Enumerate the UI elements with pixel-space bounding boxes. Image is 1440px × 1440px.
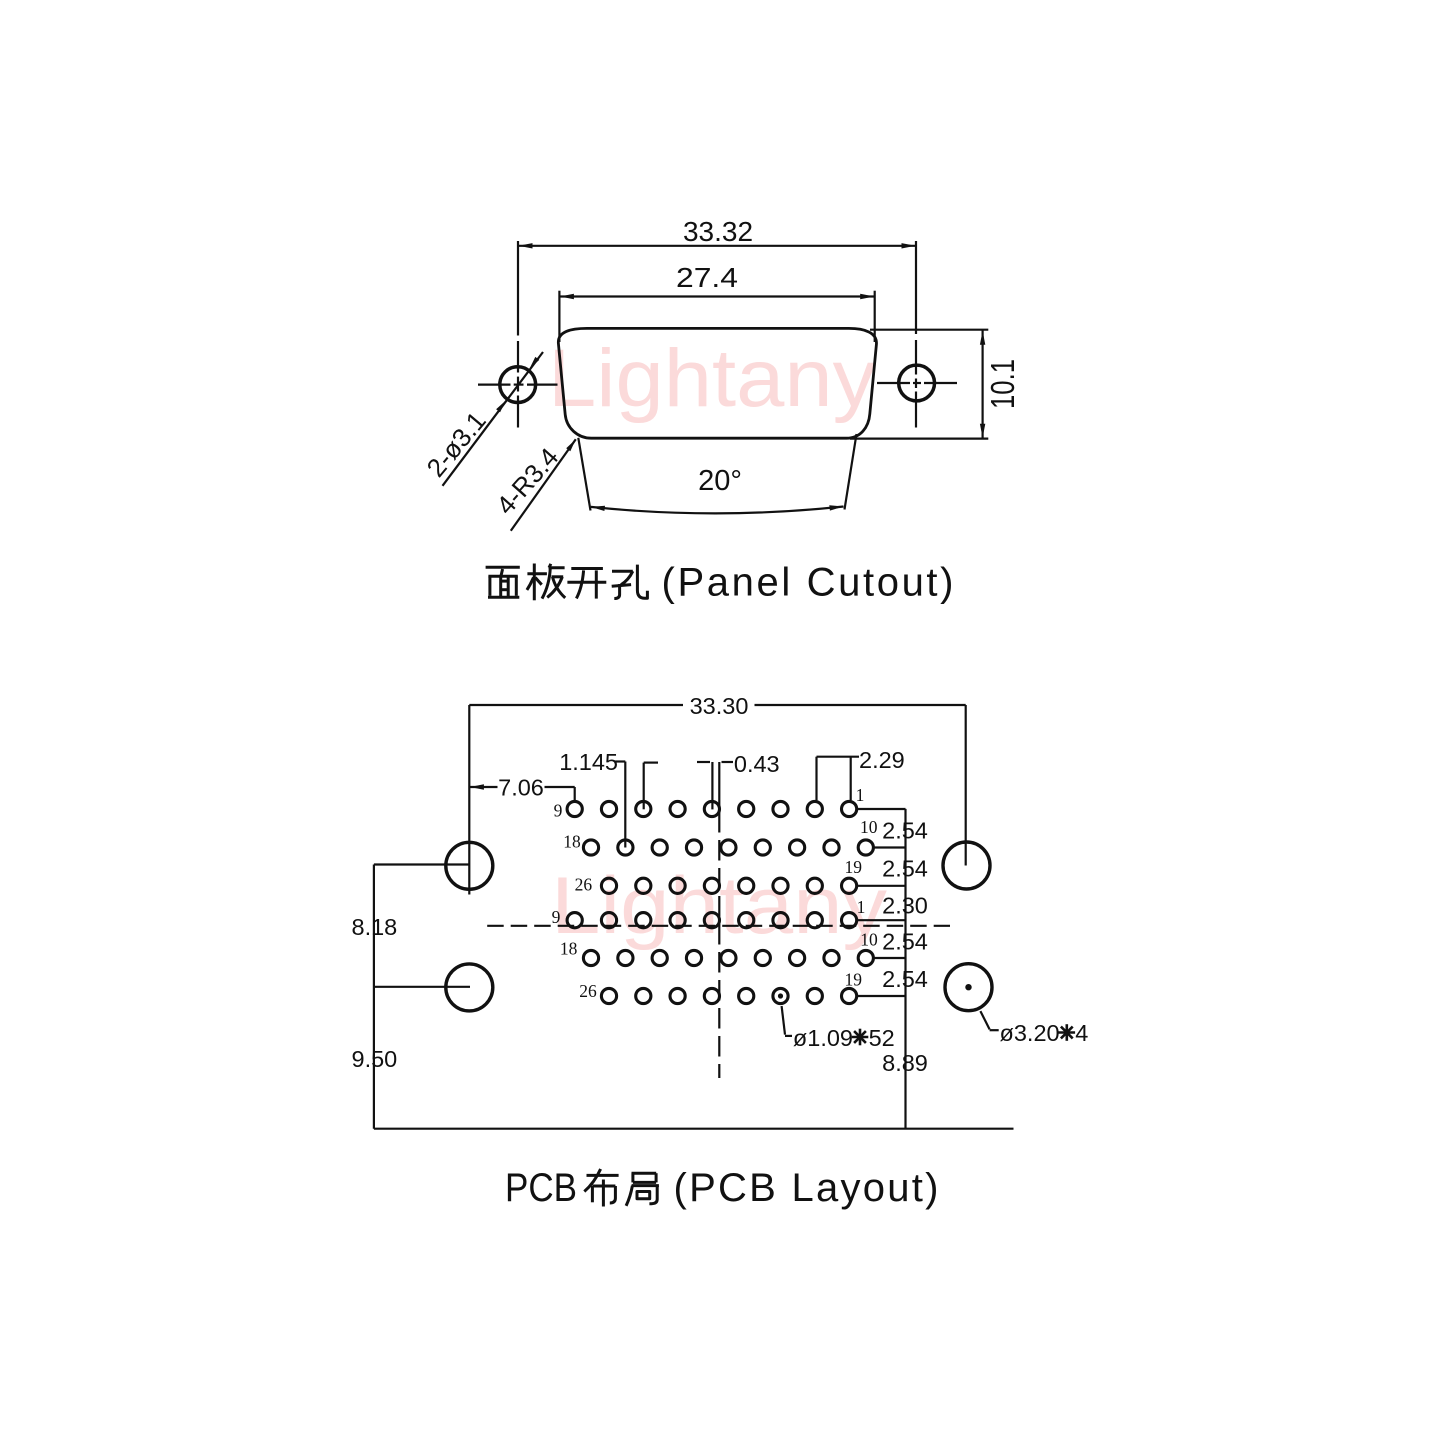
svg-text:52: 52 <box>869 1025 895 1051</box>
svg-text:10: 10 <box>860 930 878 950</box>
svg-text:33.30: 33.30 <box>690 693 749 719</box>
svg-text:9.50: 9.50 <box>352 1046 398 1072</box>
svg-text:19: 19 <box>845 970 863 990</box>
svg-text:ø1.09: ø1.09 <box>793 1025 853 1051</box>
svg-text:2.54: 2.54 <box>882 966 928 992</box>
svg-text:8.18: 8.18 <box>352 914 398 940</box>
svg-text:1.145: 1.145 <box>559 749 618 775</box>
svg-text:4: 4 <box>1075 1020 1088 1046</box>
svg-text:9: 9 <box>554 800 563 820</box>
svg-text:20°: 20° <box>698 465 742 497</box>
svg-text:33.32: 33.32 <box>683 216 753 247</box>
svg-text:0.43: 0.43 <box>734 751 780 777</box>
svg-text:(Panel Cutout): (Panel Cutout) <box>662 561 954 605</box>
svg-text:PCB: PCB <box>505 1166 577 1210</box>
svg-text:1: 1 <box>857 897 866 917</box>
svg-text:18: 18 <box>560 939 578 959</box>
svg-text:2.29: 2.29 <box>859 747 905 773</box>
svg-text:2.30: 2.30 <box>882 893 928 919</box>
svg-text:26: 26 <box>575 875 593 895</box>
svg-text:ø3.20: ø3.20 <box>1000 1020 1060 1046</box>
svg-text:2.54: 2.54 <box>882 855 928 881</box>
svg-text:8.89: 8.89 <box>882 1050 928 1076</box>
svg-text:27.4: 27.4 <box>676 262 738 293</box>
svg-text:Lightany: Lightany <box>548 333 876 424</box>
svg-text:2.54: 2.54 <box>882 929 928 955</box>
svg-text:26: 26 <box>579 981 597 1001</box>
svg-text:2-ø3.1: 2-ø3.1 <box>420 406 491 483</box>
svg-text:19: 19 <box>845 857 863 877</box>
svg-text:(PCB Layout): (PCB Layout) <box>674 1166 939 1210</box>
svg-text:1: 1 <box>856 785 865 805</box>
svg-text:9: 9 <box>552 907 561 927</box>
svg-text:2.54: 2.54 <box>882 818 928 844</box>
svg-text:10: 10 <box>860 817 878 837</box>
svg-text:10.1: 10.1 <box>984 359 1021 409</box>
svg-text:7.06: 7.06 <box>498 774 544 800</box>
svg-text:18: 18 <box>563 832 581 852</box>
